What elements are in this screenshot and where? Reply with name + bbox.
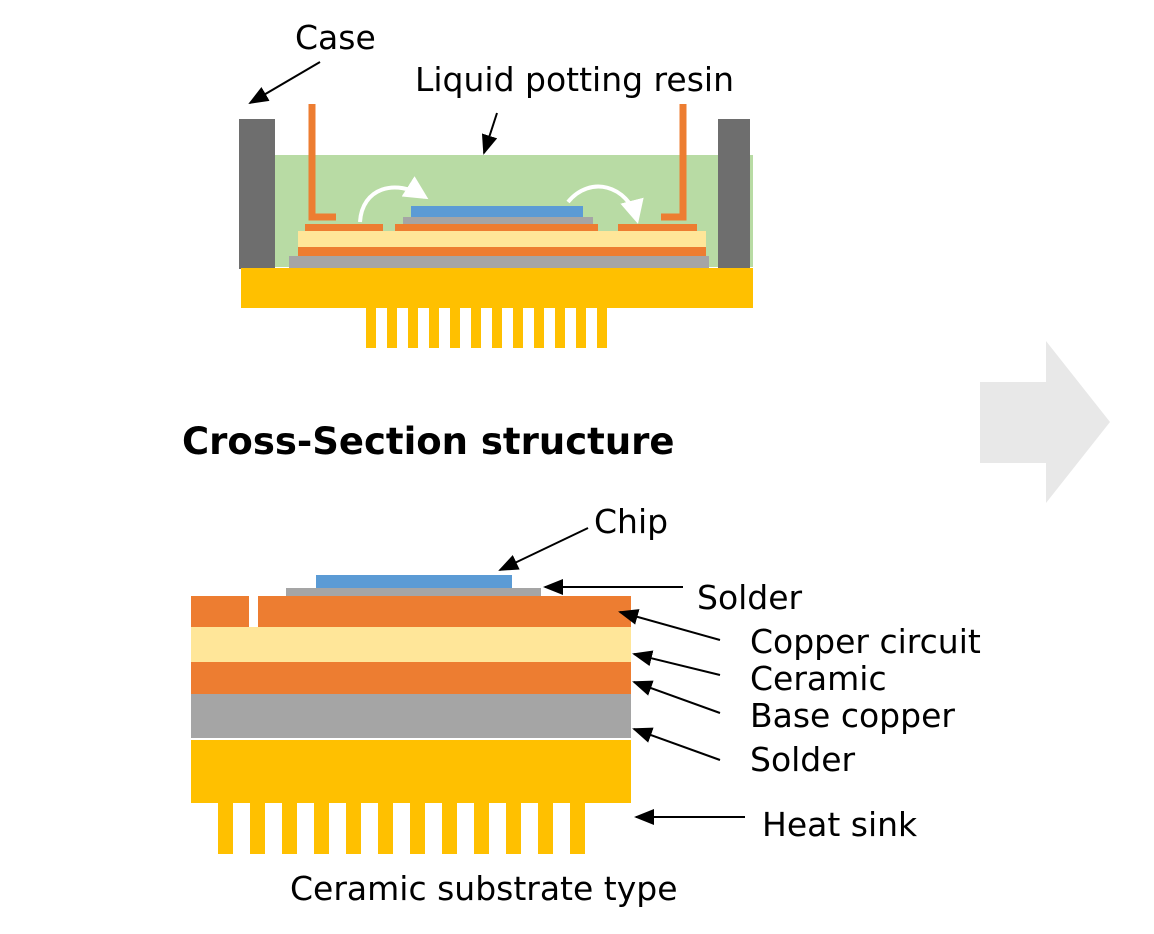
ceramic-substrate-diagram: Chip Solder Copper circuit Ceramic Base …	[191, 502, 981, 908]
ceramic-label: Ceramic	[750, 659, 887, 698]
terminal-right	[661, 104, 687, 221]
module-copper-lower	[298, 247, 706, 256]
chip	[316, 575, 512, 588]
case-arrow	[248, 61, 321, 105]
ceramic-arrow	[632, 650, 721, 676]
copper-circuit-label: Copper circuit	[750, 622, 981, 661]
copper-circuit-arrow	[618, 609, 721, 641]
solder-bottom-layer	[191, 694, 631, 738]
module-copper-pad-left	[305, 224, 383, 231]
solder-bottom-label: Solder	[750, 740, 856, 779]
module-base-copper	[289, 256, 709, 268]
module-ceramic	[298, 231, 706, 247]
module-copper-pad-right	[618, 224, 697, 231]
module-heat-sink-base	[241, 268, 753, 308]
case-label: Case	[295, 18, 376, 57]
bonding-wire-left	[358, 176, 429, 223]
chip-arrow	[498, 527, 589, 571]
terminal-left	[308, 104, 336, 221]
section-title: Cross-Section structure	[182, 420, 675, 463]
heat-sink-fins	[218, 803, 585, 854]
chip-label: Chip	[594, 502, 668, 541]
module-solder	[403, 217, 593, 224]
copper-circuit-right	[258, 596, 631, 627]
ceramic-layer	[191, 627, 631, 662]
copper-circuit-left	[191, 596, 249, 627]
case-wall-left	[239, 119, 275, 269]
case-module-diagram: Case Liquid potting resin	[239, 18, 753, 348]
base-copper-label: Base copper	[750, 696, 955, 735]
heat-sink-label: Heat sink	[762, 805, 918, 844]
solder-top-label: Solder	[697, 578, 803, 617]
case-wall-right	[718, 119, 750, 269]
base-copper-arrow	[632, 680, 721, 714]
module-copper-pad-center	[395, 224, 598, 231]
module-chip	[411, 206, 583, 217]
solder-bottom-arrow	[632, 727, 721, 761]
heat-sink-base	[191, 740, 631, 803]
resin-label: Liquid potting resin	[415, 60, 734, 99]
transition-arrow-icon	[980, 341, 1110, 503]
resin-arrow	[481, 112, 498, 155]
base-copper-layer	[191, 662, 631, 694]
bonding-wire-right	[566, 184, 644, 224]
solder-top	[286, 588, 541, 596]
module-heat-sink-fins	[366, 308, 607, 348]
diagram-caption: Ceramic substrate type	[290, 869, 678, 908]
